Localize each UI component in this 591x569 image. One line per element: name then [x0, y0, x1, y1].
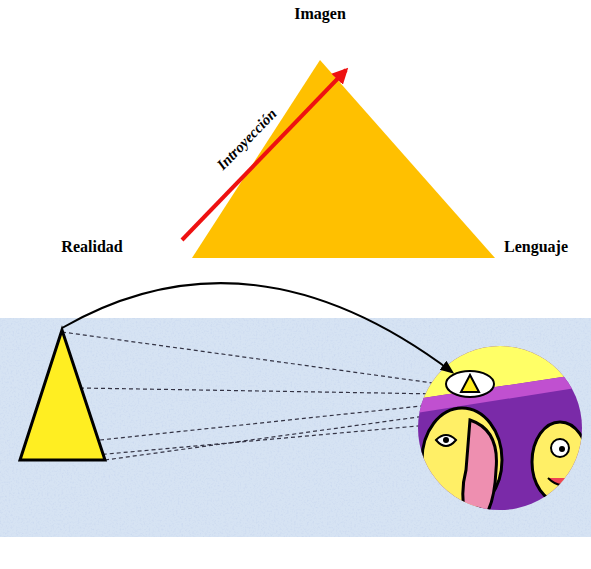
magenta-band: [410, 372, 591, 414]
cartoon-pupil: [443, 437, 449, 443]
vertex-label: Imagen: [294, 5, 346, 23]
vertex-label: Lenguaje: [504, 238, 568, 256]
vertex-label: Realidad: [61, 238, 122, 256]
real-triangle: [20, 330, 105, 460]
arrow-label: Introyección: [214, 106, 281, 174]
cartoon-eye: [436, 435, 456, 446]
concept-triangle: [192, 60, 495, 258]
cartoon-cheek: [420, 470, 433, 515]
cartoon-eye: [551, 439, 569, 457]
inner-triangle: [461, 375, 479, 392]
projection-line: [105, 414, 440, 460]
introjection-arrow: [182, 70, 346, 240]
projection-line: [62, 332, 440, 384]
thought-oval: [446, 371, 494, 397]
projection-line: [80, 388, 440, 394]
cartoon-tongue: [463, 420, 497, 530]
cartoon-mouth: [548, 478, 576, 485]
projection-line: [100, 404, 440, 440]
cartoon-pupil: [559, 446, 565, 452]
projection-arrow: [62, 283, 452, 372]
cartoon-face: [532, 422, 588, 502]
